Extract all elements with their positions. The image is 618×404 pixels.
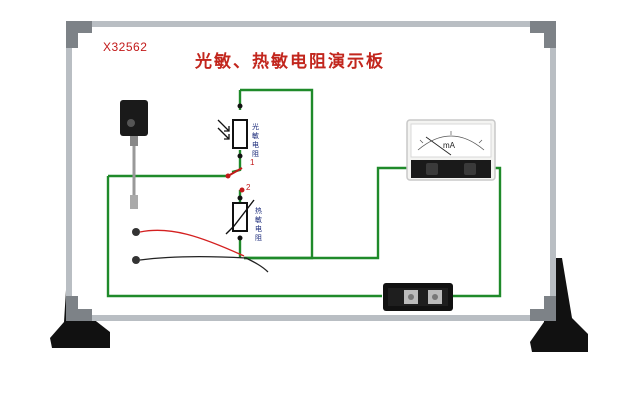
thermistor-label: 热敏电阻 [255, 207, 262, 242]
corner-cap-tr [530, 21, 556, 48]
red-lead [139, 229, 245, 257]
photoresistor-symbol [217, 103, 248, 159]
meter-unit-label: mA [443, 141, 455, 150]
photoresistor-label: 光敏电阻 [252, 123, 259, 158]
light-source-module [120, 100, 148, 209]
board-title: 光敏、热敏电阻演示板 [195, 52, 385, 72]
battery-holder [383, 283, 453, 311]
switch-terminal-1: 1 [250, 158, 255, 167]
black-lead [139, 256, 269, 273]
right-stand [530, 258, 588, 352]
thermistor-symbol [225, 195, 255, 241]
terminal-post-lower [132, 256, 140, 264]
corner-cap-br [530, 296, 556, 321]
terminal-post-upper [132, 228, 140, 236]
selector-switch [225, 167, 245, 193]
milliammeter [406, 119, 496, 181]
corner-cap-tl [66, 21, 92, 48]
switch-terminal-2: 2 [246, 183, 251, 192]
board-model-code: X32562 [103, 40, 148, 54]
corner-cap-bl [66, 296, 92, 321]
